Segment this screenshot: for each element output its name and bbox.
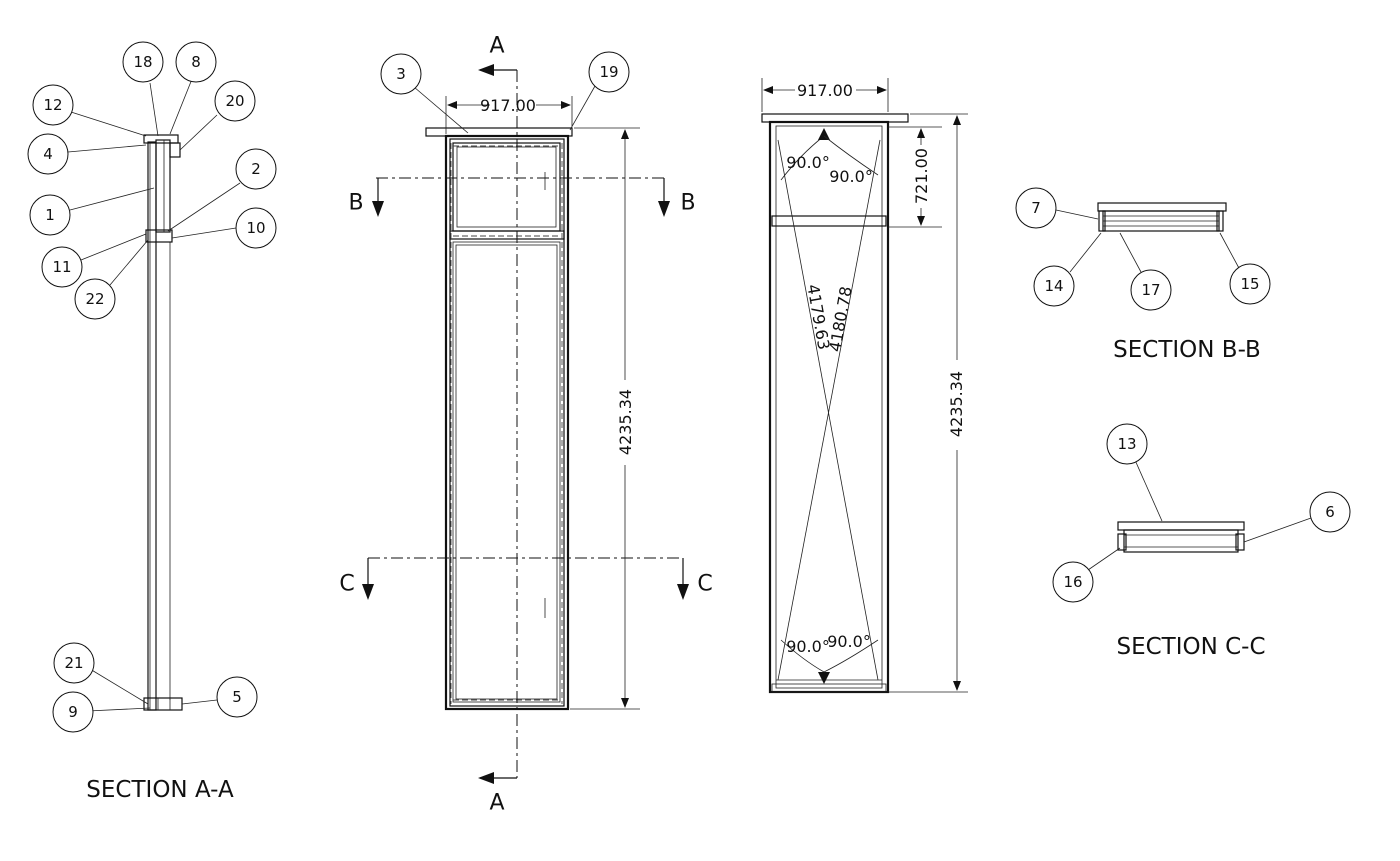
svg-text:17: 17 xyxy=(1141,281,1160,299)
balloon-8: 8 xyxy=(175,41,217,83)
svg-text:10: 10 xyxy=(246,219,265,237)
balloon-1: 1 xyxy=(29,194,71,236)
balloon-13: 13 xyxy=(1106,423,1148,465)
section-aa-title: SECTION A-A xyxy=(86,777,234,803)
balloon-16: 16 xyxy=(1052,561,1094,603)
svg-text:14: 14 xyxy=(1044,277,1063,295)
svg-text:9: 9 xyxy=(68,703,78,721)
side-diagonal-1 xyxy=(777,139,879,681)
balloon-9: 9 xyxy=(52,691,94,733)
balloon-2: 2 xyxy=(235,148,277,190)
cut-label-c-left: C xyxy=(339,572,354,597)
balloon-22: 22 xyxy=(74,278,116,320)
side-angle-bottom-left: 90.0° xyxy=(786,637,830,656)
side-width-dimension: 917.00 xyxy=(797,81,853,100)
svg-text:12: 12 xyxy=(43,96,62,114)
cut-label-a-bottom: A xyxy=(489,791,504,816)
svg-text:5: 5 xyxy=(232,688,242,706)
cut-label-b-left: B xyxy=(348,191,363,216)
side-upper-dimension: 721.00 xyxy=(912,148,931,204)
svg-text:7: 7 xyxy=(1031,199,1041,217)
cut-label-a-top: A xyxy=(489,34,504,59)
cut-label-c-right: C xyxy=(697,572,712,597)
svg-text:15: 15 xyxy=(1240,275,1259,293)
balloon-5: 5 xyxy=(216,676,258,718)
balloon-19: 19 xyxy=(588,51,630,93)
svg-text:18: 18 xyxy=(133,53,152,71)
side-transom xyxy=(771,215,887,227)
svg-text:21: 21 xyxy=(64,654,83,672)
balloon-14: 14 xyxy=(1033,265,1075,307)
front-height-dimension: 4235.34 xyxy=(616,389,635,455)
section-cc-title: SECTION C-C xyxy=(1116,634,1265,660)
side-angle-bottom-right: 90.0° xyxy=(827,632,871,651)
front-top-flange xyxy=(425,127,573,137)
svg-text:22: 22 xyxy=(85,290,104,308)
balloon-20: 20 xyxy=(214,80,256,122)
balloon-21: 21 xyxy=(53,642,95,684)
svg-text:3: 3 xyxy=(396,65,406,83)
side-diagonal-2 xyxy=(777,139,881,681)
side-angle-top-left: 90.0° xyxy=(786,153,830,172)
svg-text:13: 13 xyxy=(1117,435,1136,453)
front-lower-panel xyxy=(452,241,561,703)
side-angle-top-right: 90.0° xyxy=(829,167,873,186)
balloon-4: 4 xyxy=(27,133,69,175)
side-view: 4179.63 4180.78 90.0° 90.0° 90.0° 90.0° … xyxy=(761,78,968,694)
balloon-15: 15 xyxy=(1229,263,1271,305)
section-cc-profile xyxy=(1123,529,1239,553)
svg-text:6: 6 xyxy=(1325,503,1335,521)
section-bb-top-plate xyxy=(1097,202,1227,212)
svg-text:11: 11 xyxy=(52,258,71,276)
svg-text:19: 19 xyxy=(599,63,618,81)
balloon-10: 10 xyxy=(235,207,277,249)
balloon-7: 7 xyxy=(1015,187,1057,229)
balloon-6: 6 xyxy=(1309,491,1351,533)
balloon-12: 12 xyxy=(32,84,74,126)
front-transom xyxy=(449,230,565,240)
balloon-3: 3 xyxy=(380,53,422,95)
front-outer-frame xyxy=(444,134,570,711)
svg-text:4: 4 xyxy=(43,145,53,163)
svg-text:1: 1 xyxy=(45,206,55,224)
side-height-dimension: 4235.34 xyxy=(947,371,966,437)
section-bb-view: 7 14 17 15 SECTION B-B xyxy=(1015,187,1271,363)
balloon-18: 18 xyxy=(122,41,164,83)
side-outer-frame xyxy=(768,120,890,694)
front-upper-panel xyxy=(452,142,561,232)
front-view: A A B B C C 917.00 4235.34 3 19 xyxy=(339,34,712,816)
cut-label-b-right: B xyxy=(680,191,695,216)
section-aa-transom xyxy=(145,229,173,243)
svg-text:16: 16 xyxy=(1063,573,1082,591)
section-aa-head-profile xyxy=(155,139,171,233)
section-bb-title: SECTION B-B xyxy=(1113,337,1261,363)
side-diagonal-2-label: 4180.78 xyxy=(825,285,855,353)
svg-text:20: 20 xyxy=(225,92,244,110)
side-top-flange xyxy=(761,113,909,123)
svg-text:8: 8 xyxy=(191,53,201,71)
balloon-11: 11 xyxy=(41,246,83,288)
section-cc-view: 13 6 16 SECTION C-C xyxy=(1052,423,1351,660)
section-aa-profile xyxy=(147,141,157,711)
front-width-dimension: 917.00 xyxy=(480,96,536,115)
section-aa-view: 18 8 20 12 4 2 1 10 11 22 21 5 9 SECTION… xyxy=(27,41,277,803)
svg-text:2: 2 xyxy=(251,160,261,178)
balloon-17: 17 xyxy=(1130,269,1172,311)
section-cc-top-plate xyxy=(1117,521,1245,531)
section-aa-top-cap xyxy=(143,134,179,144)
